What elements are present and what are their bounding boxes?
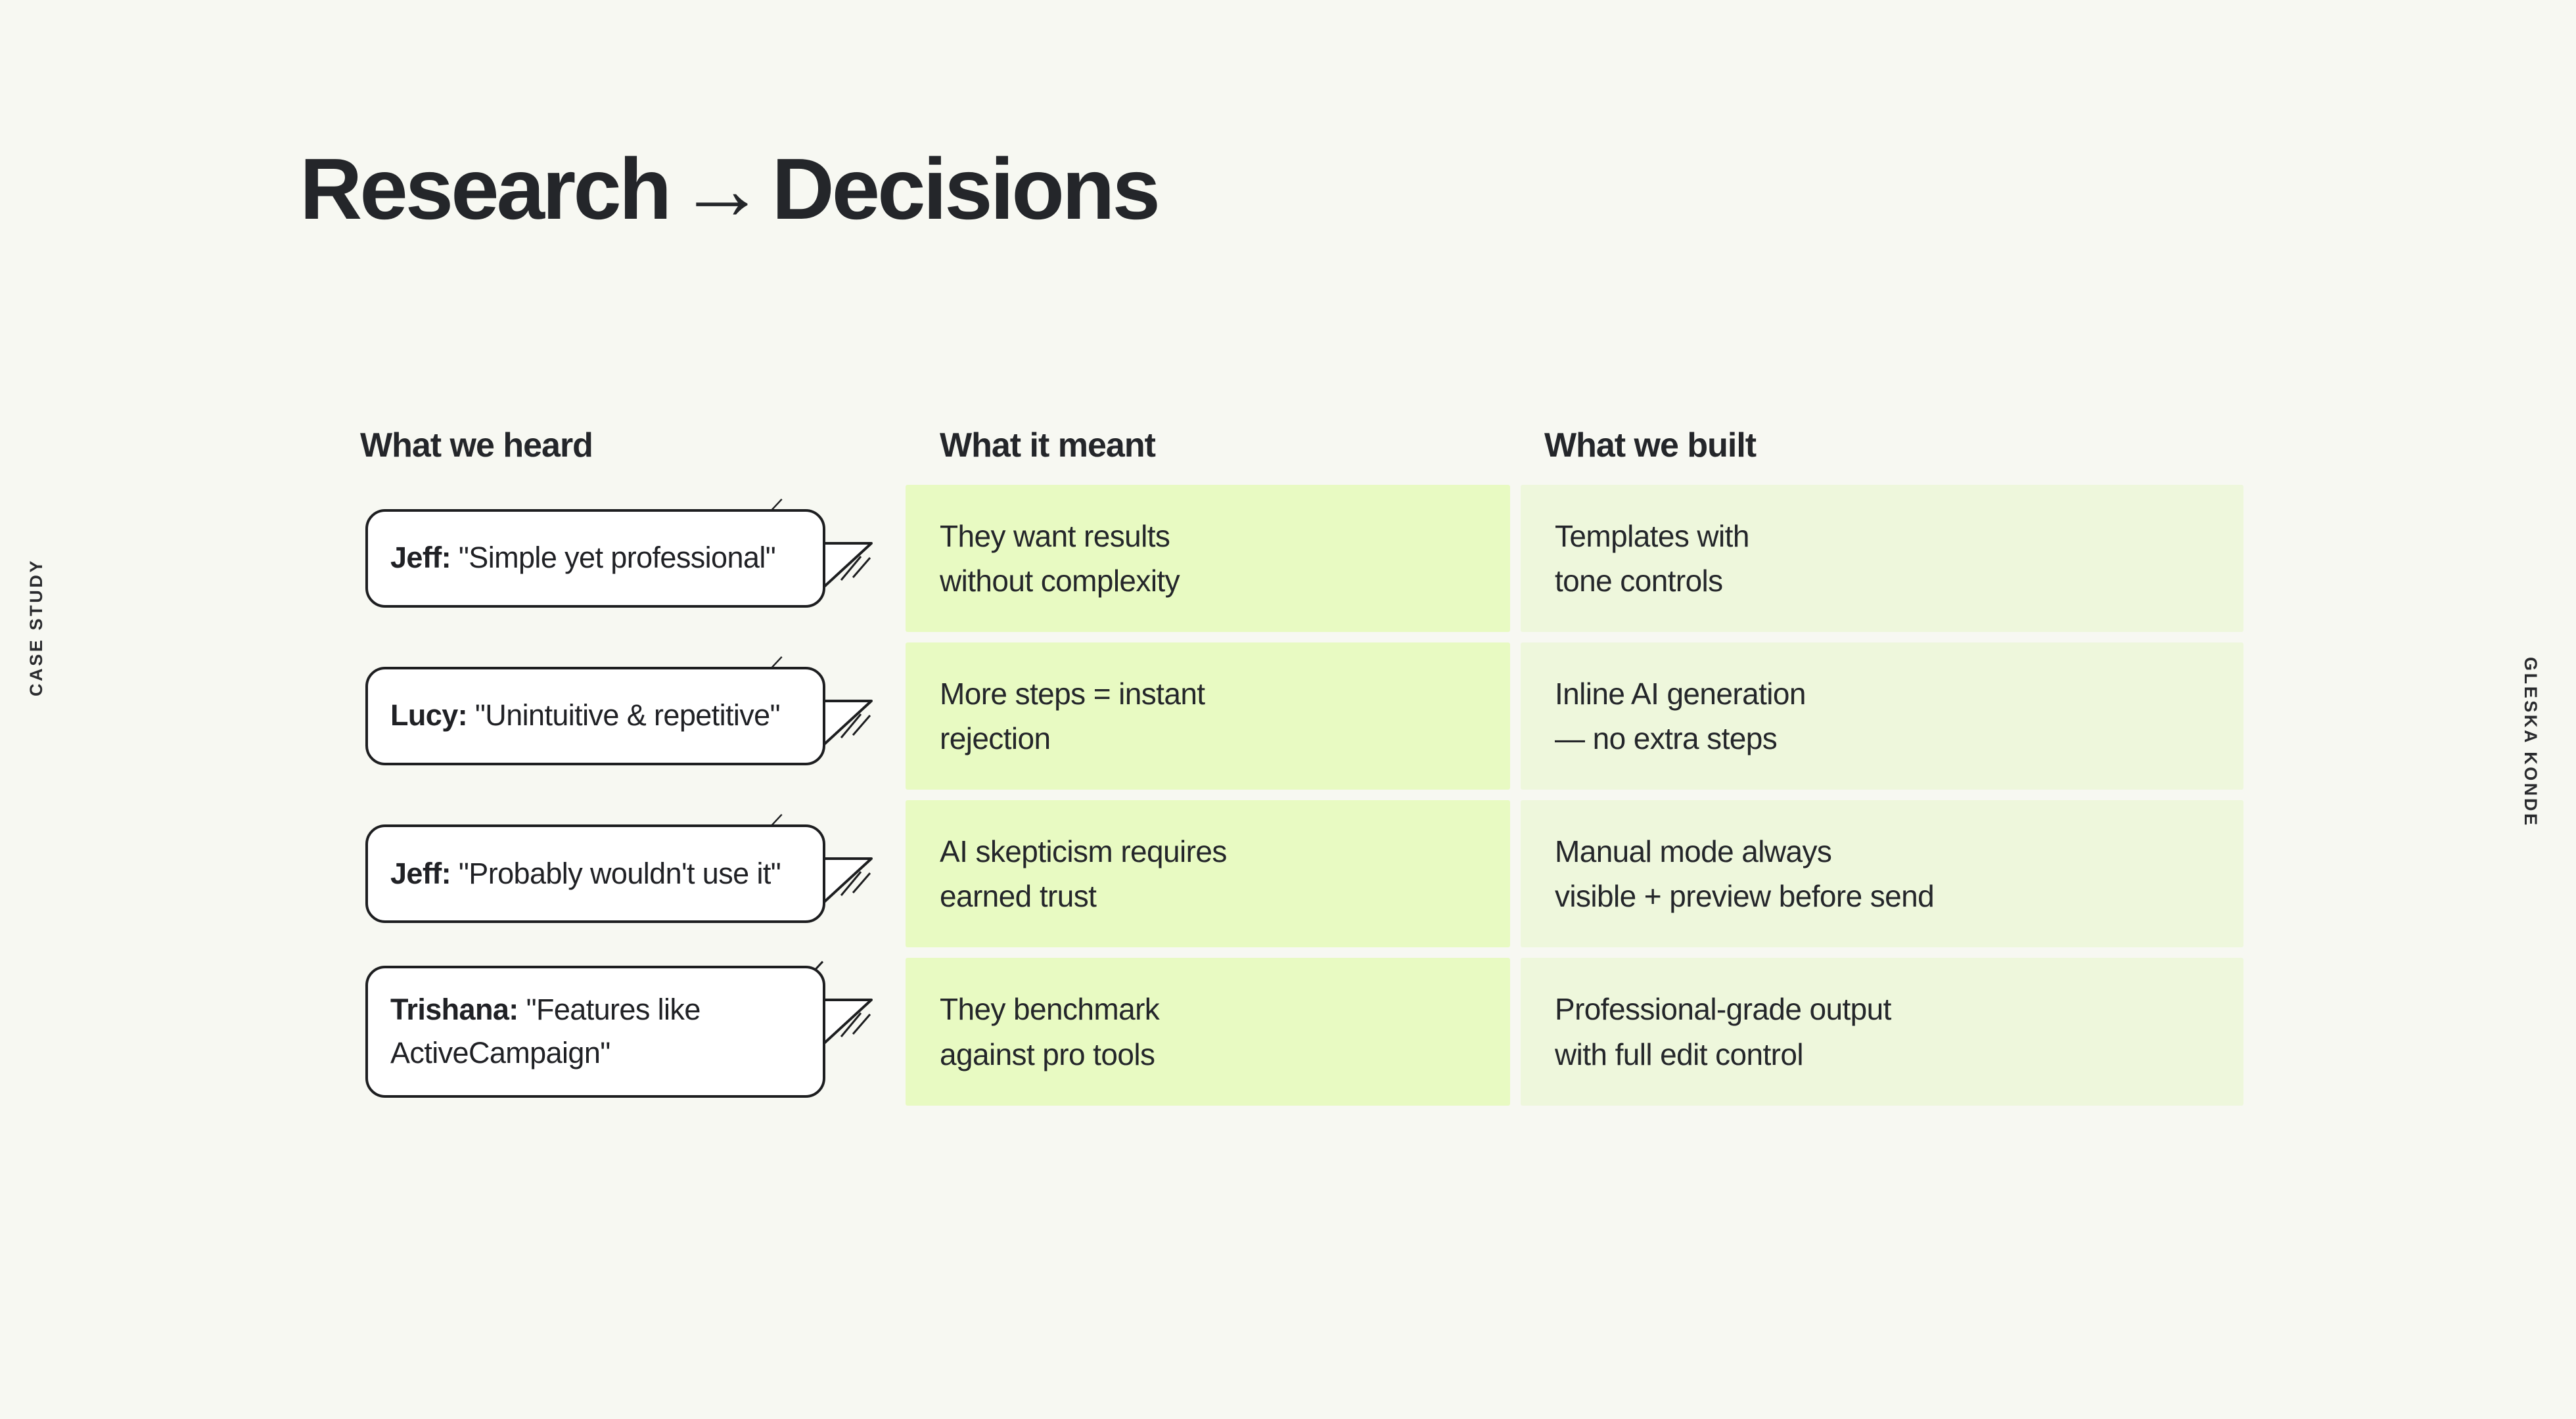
meaning-line-1: They benchmark (940, 992, 1160, 1027)
meaning-cell: AI skepticism requires earned trust (906, 800, 1510, 948)
meaning-line-2: earned trust (940, 879, 1097, 914)
quote-cell: Jeff: "Probably wouldn't use it" (360, 800, 906, 947)
built-text: Professional-grade output with full edit … (1555, 987, 1891, 1076)
arrow-right-icon: → (678, 141, 765, 237)
built-cell: Inline AI generation — no extra steps (1521, 642, 2243, 790)
built-line-1: Professional-grade output (1555, 992, 1891, 1027)
quote-speaker: Lucy: (390, 698, 468, 732)
built-line-2: with full edit control (1555, 1037, 1804, 1071)
bubble-tail-icon (821, 542, 873, 590)
research-decisions-grid: What we heard What it meant What we buil… (360, 388, 2243, 1106)
speech-bubble: Jeff: "Simple yet professional" (365, 499, 873, 608)
column-header-built-wrap: What we built (1510, 426, 2233, 465)
brand-side-label: GLESKA KONDE (2521, 657, 2541, 828)
speech-bubble-box: Jeff: "Simple yet professional" (365, 509, 825, 608)
grid-row: Trishana: "Features like ActiveCampaign"… (360, 958, 2243, 1106)
meaning-line-2: without complexity (940, 564, 1180, 598)
speech-bubble: Lucy: "Unintuitive & repetitive" (365, 656, 873, 766)
quote-text: Trishana: "Features like ActiveCampaign" (390, 988, 800, 1074)
meaning-line-2: rejection (940, 721, 1051, 756)
built-cell: Templates with tone controls (1521, 485, 2243, 633)
meaning-cell: They want results without complexity (906, 485, 1510, 633)
bubble-tail-icon (821, 700, 873, 748)
meaning-text: AI skepticism requires earned trust (940, 829, 1227, 918)
meaning-line-2: against pro tools (940, 1037, 1155, 1071)
meaning-cell: More steps = instant rejection (906, 642, 1510, 790)
grid-row: Lucy: "Unintuitive & repetitive" More ste… (360, 642, 2243, 790)
quote-cell: Trishana: "Features like ActiveCampaign" (360, 958, 906, 1105)
quote-body: "Simple yet professional" (458, 541, 776, 575)
quote-text: Jeff: "Probably wouldn't use it" (390, 852, 781, 895)
bubble-tail-icon (821, 998, 873, 1046)
meaning-line-1: They want results (940, 519, 1170, 553)
grid-row: Jeff: "Probably wouldn't use it" AI skept… (360, 800, 2243, 948)
meaning-text: They want results without complexity (940, 514, 1180, 603)
meaning-cell: They benchmark against pro tools (906, 958, 1510, 1106)
column-header-meant-wrap: What it meant (906, 426, 1510, 465)
column-header-meant: What it meant (940, 426, 1156, 464)
bubble-tail-icon (821, 857, 873, 905)
quote-text: Jeff: "Simple yet professional" (390, 536, 776, 579)
quote-cell: Lucy: "Unintuitive & repetitive" (360, 642, 906, 790)
speech-bubble-box: Jeff: "Probably wouldn't use it" (365, 824, 825, 924)
speech-bubble: Trishana: "Features like ActiveCampaign" (365, 960, 873, 1098)
quote-speaker: Jeff: (390, 541, 451, 575)
built-text: Inline AI generation — no extra steps (1555, 671, 1806, 761)
speech-bubble-box: Trishana: "Features like ActiveCampaign" (365, 965, 825, 1098)
title-right: Decisions (771, 141, 1161, 237)
quote-cell: Jeff: "Simple yet professional" (360, 485, 906, 632)
case-study-side-label: CASE STUDY (26, 558, 46, 696)
page-title: Research→Decisions (300, 146, 1161, 233)
quote-body: "Probably wouldn't use it" (458, 856, 781, 890)
grid-row: Jeff: "Simple yet professional" They want… (360, 485, 2243, 633)
quote-speaker: Trishana: (390, 992, 518, 1026)
title-left: Research (300, 141, 672, 237)
column-header-built: What we built (1544, 426, 1757, 464)
grid-header-row: What we heard What it meant What we buil… (360, 388, 2233, 465)
built-line-2: tone controls (1555, 564, 1723, 598)
built-line-1: Inline AI generation (1555, 677, 1806, 711)
built-line-2: — no extra steps (1555, 721, 1778, 756)
meaning-line-1: More steps = instant (940, 677, 1205, 711)
speech-bubble-box: Lucy: "Unintuitive & repetitive" (365, 667, 825, 766)
built-cell: Professional-grade output with full edit … (1521, 958, 2243, 1106)
column-header-heard: What we heard (360, 426, 593, 464)
meaning-text: More steps = instant rejection (940, 671, 1205, 761)
meaning-text: They benchmark against pro tools (940, 987, 1160, 1076)
built-line-2: visible + preview before send (1555, 879, 1935, 914)
quote-speaker: Jeff: (390, 856, 451, 890)
meaning-line-1: AI skepticism requires (940, 834, 1227, 869)
speech-bubble: Jeff: "Probably wouldn't use it" (365, 814, 873, 924)
built-text: Templates with tone controls (1555, 514, 1749, 603)
quote-text: Lucy: "Unintuitive & repetitive" (390, 694, 781, 737)
built-text: Manual mode always visible + preview befo… (1555, 829, 1935, 918)
column-header-heard-wrap: What we heard (360, 426, 906, 465)
grid-body: Jeff: "Simple yet professional" They want… (360, 485, 2243, 1106)
built-cell: Manual mode always visible + preview befo… (1521, 800, 2243, 948)
quote-body: "Unintuitive & repetitive" (474, 698, 781, 732)
built-line-1: Manual mode always (1555, 834, 1832, 869)
built-line-1: Templates with (1555, 519, 1749, 553)
